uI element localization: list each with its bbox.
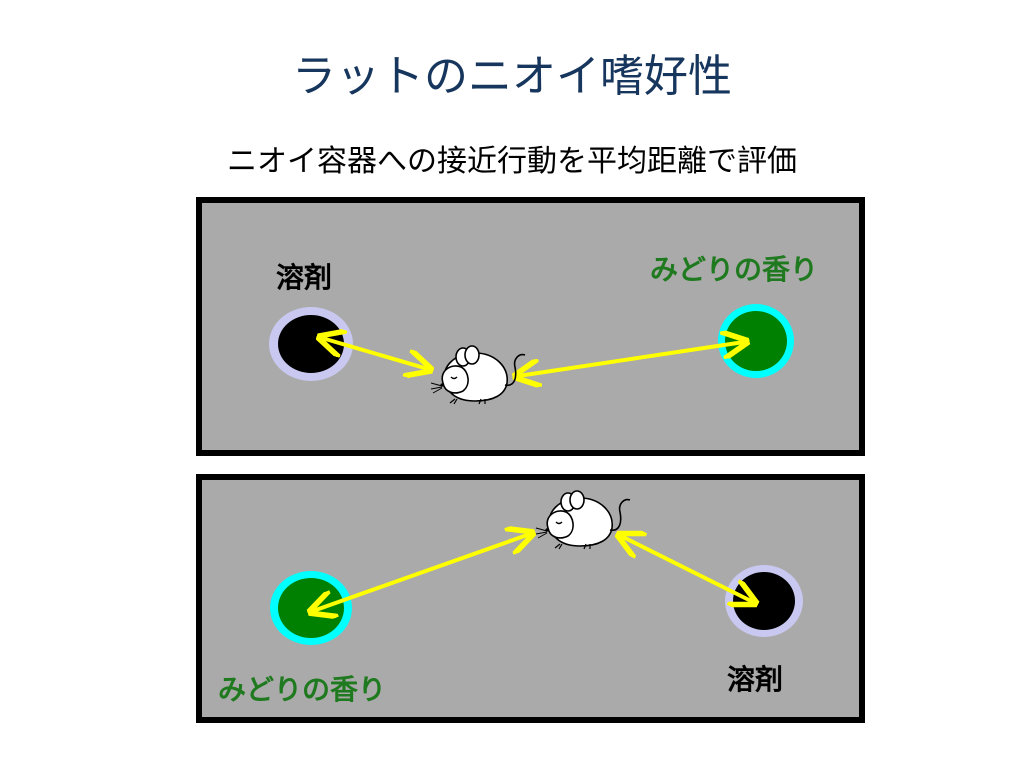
arena-bottom-arrow-to-solvent	[621, 536, 753, 602]
slide-subtitle: ニオイ容器への接近行動を平均距離で評価	[227, 144, 797, 179]
arena-top-odor-label: みどりの香り	[650, 253, 819, 286]
arena-top-arrow-to-odor	[518, 342, 744, 376]
arena-top-odor-well	[718, 304, 794, 378]
arena-bottom-solvent-well	[725, 565, 803, 637]
arena-bottom-odor-label: みどりの香り	[218, 673, 387, 706]
rat-icon	[430, 345, 526, 405]
slide-title: ラットのニオイ嗜好性	[292, 51, 732, 102]
rat-icon	[535, 490, 631, 550]
arena-bottom-arrow-to-odor	[313, 534, 530, 611]
arena-top-solvent-label: 溶剤	[276, 261, 333, 294]
arena-top-arrow-to-solvent	[322, 338, 428, 369]
arena-bottom-odor-well	[270, 571, 352, 645]
arena-bottom-solvent-label: 溶剤	[727, 663, 784, 696]
